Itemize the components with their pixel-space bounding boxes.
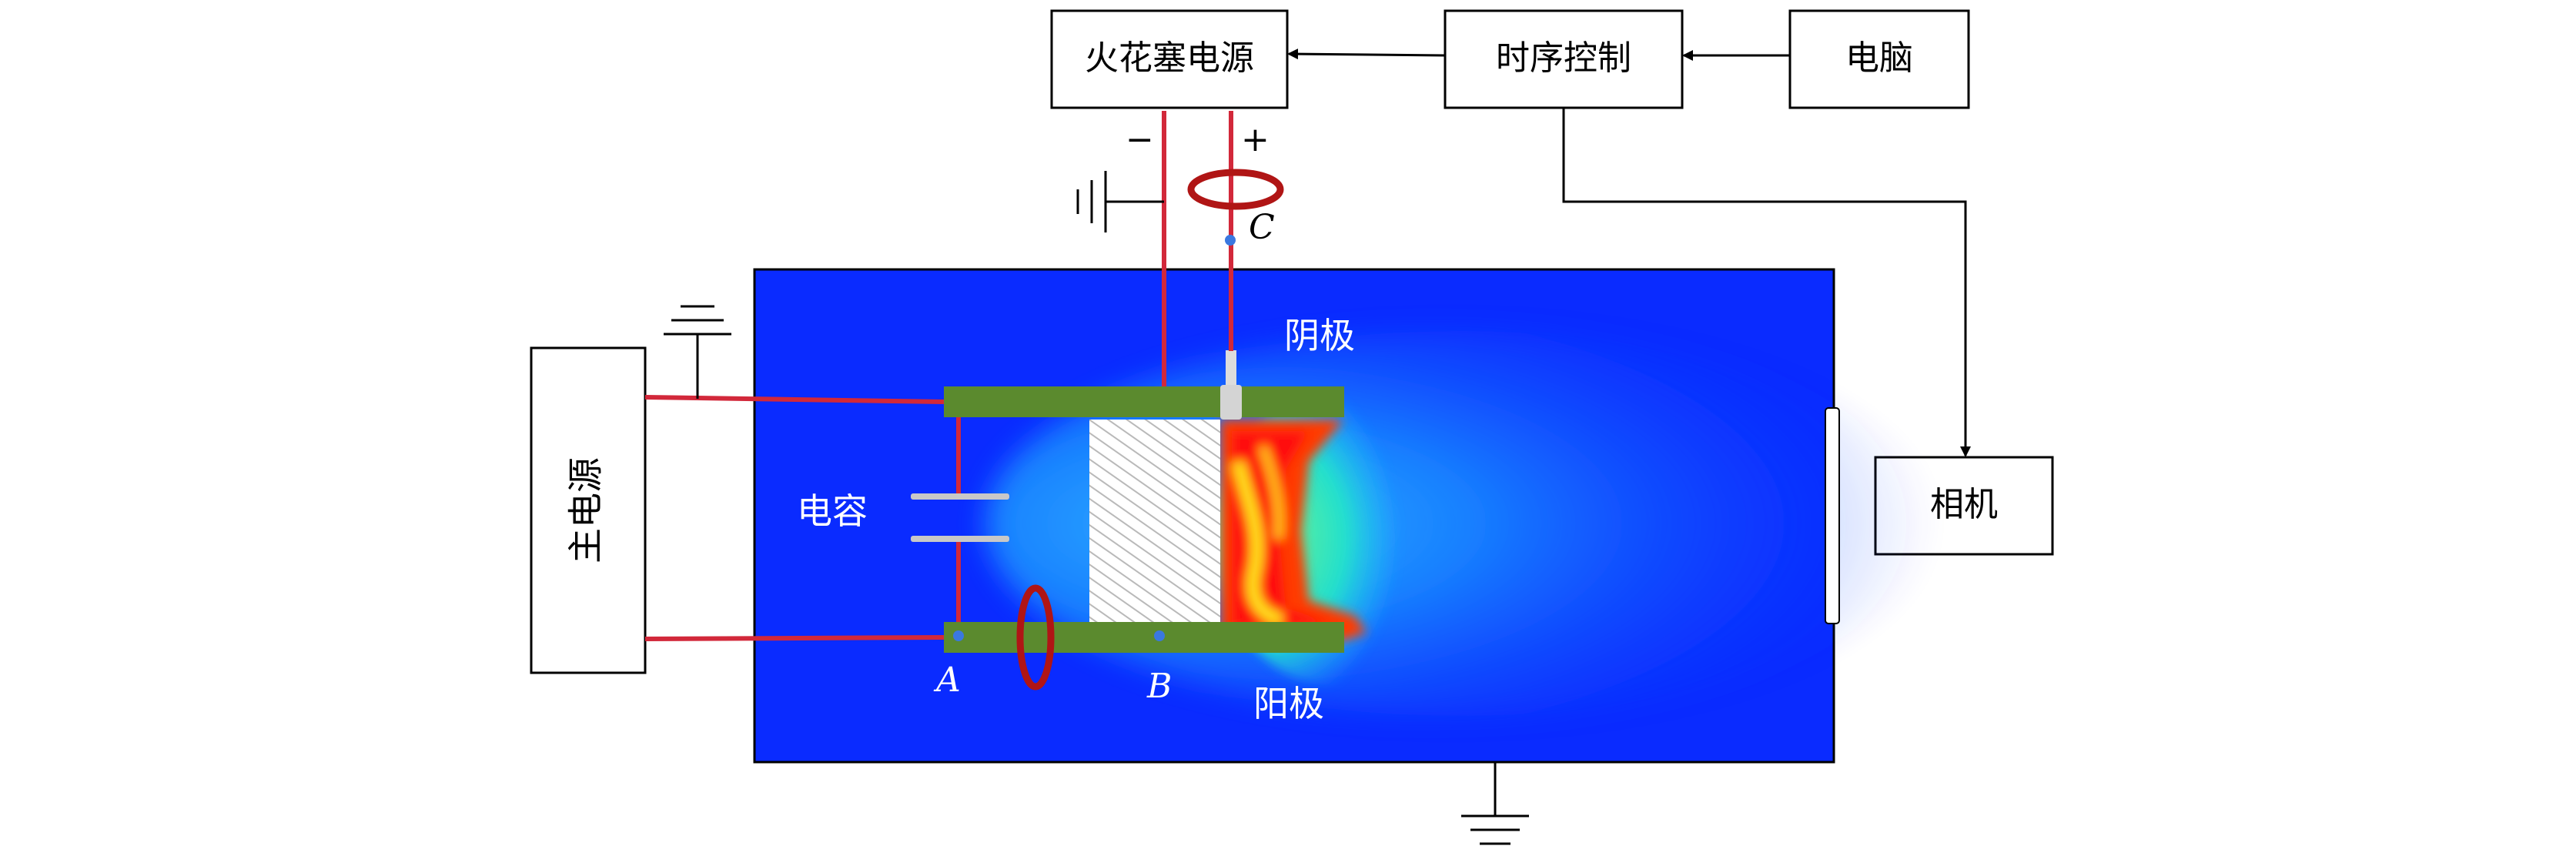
- spark-minus-sign: −: [1126, 120, 1154, 159]
- timing-control-box: 时序控制: [1444, 9, 1684, 109]
- spark-supply-label: 火花塞电源: [1085, 38, 1254, 78]
- timing-to-camera-arrow: [1562, 108, 1971, 457]
- current-coil-c: [1187, 169, 1284, 210]
- spark-plug: [1220, 385, 1242, 420]
- anode-electrode: [944, 622, 1344, 653]
- cathode-electrode: [944, 386, 1344, 417]
- insulator: [1089, 420, 1220, 643]
- timing-control-label: 时序控制: [1496, 38, 1631, 78]
- point-b-label: B: [1146, 667, 1172, 706]
- plasma-sheath: [1220, 420, 1367, 640]
- ground-spark-supply: [1076, 171, 1164, 232]
- point-c-label: C: [1249, 208, 1275, 247]
- computer-label: 电脑: [1845, 38, 1913, 78]
- spark-plug-tip: [1226, 350, 1236, 389]
- ground-chamber: [1461, 762, 1529, 845]
- computer-box: 电脑: [1788, 9, 1970, 109]
- probe-point-a: [953, 630, 964, 641]
- probe-point-c: [1225, 235, 1236, 246]
- spark-plus-sign: +: [1241, 120, 1270, 159]
- camera-label: 相机: [1930, 485, 1998, 524]
- main-minus-sign: −: [670, 411, 698, 450]
- point-a-label: A: [933, 660, 961, 700]
- cathode-label: 阴极: [1284, 315, 1355, 356]
- main-supply-label: 主电源: [565, 457, 607, 563]
- main-supply-box: 主电源: [530, 346, 647, 674]
- capacitor-symbol: [911, 493, 1009, 542]
- spark-supply-box: 火花塞电源: [1050, 9, 1289, 109]
- timing-to-spark-arrow: [1287, 48, 1446, 60]
- probe-point-b: [1154, 630, 1165, 641]
- capacitor-label: 电容: [797, 490, 868, 532]
- observation-window: [1825, 407, 1840, 624]
- ground-main-supply: [664, 305, 731, 399]
- anode-label: 阳极: [1253, 683, 1324, 724]
- main-plus-sign: +: [667, 585, 695, 624]
- current-coil-a: [1016, 584, 1055, 690]
- wiring: [644, 111, 1233, 641]
- vacuum-chamber: [753, 268, 1940, 764]
